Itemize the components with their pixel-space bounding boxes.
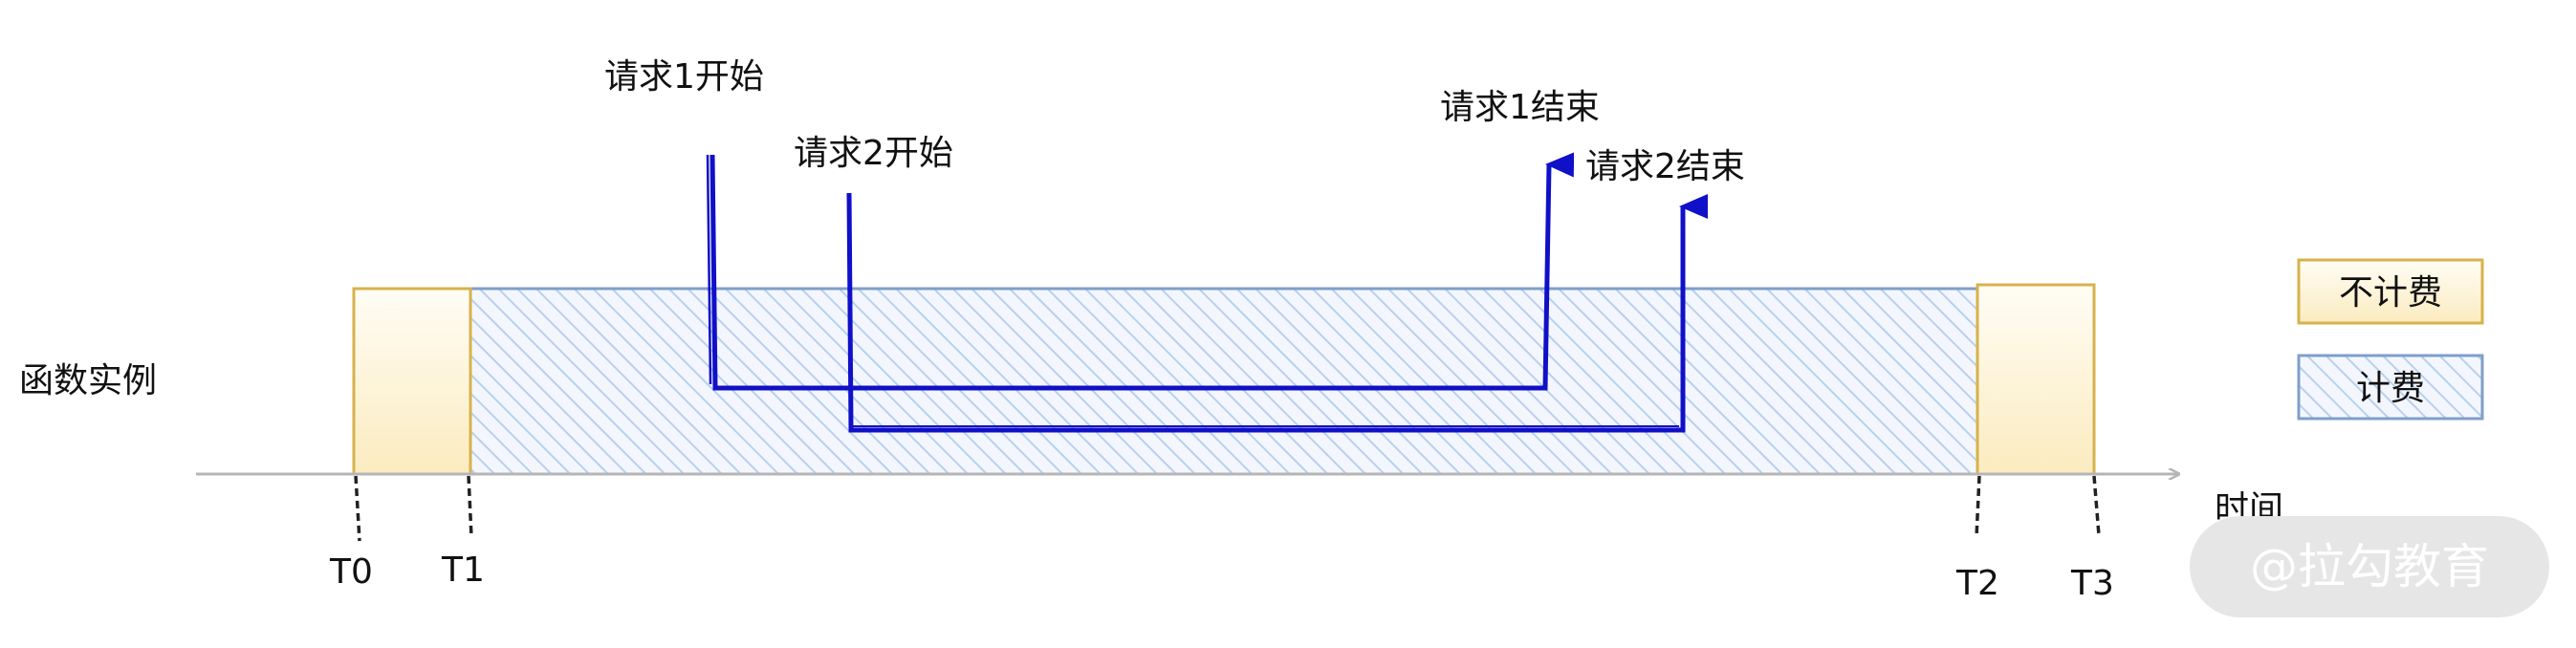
tick-label-t1: T1 bbox=[441, 551, 485, 590]
request-2-end-label: 请求2结束 bbox=[1585, 147, 1745, 186]
tick-label-t3: T3 bbox=[2070, 564, 2114, 603]
tick-marker-t0 bbox=[354, 475, 361, 542]
watermark-pill bbox=[2190, 516, 2549, 617]
legend-label-not-billed: 不计费 bbox=[2339, 273, 2442, 313]
request-2-start-label: 请求2开始 bbox=[794, 134, 953, 173]
request-1-line bbox=[709, 152, 1575, 391]
billed-band bbox=[352, 287, 2096, 476]
watermark: @拉勾教育 bbox=[2190, 516, 2549, 617]
legend: 不计费 计费 bbox=[2297, 258, 2484, 421]
watermark-text: @拉勾教育 bbox=[2250, 539, 2489, 594]
tick-label-t0: T0 bbox=[329, 552, 373, 592]
request-1-start-label: 请求1开始 bbox=[604, 57, 764, 97]
legend-label-billed: 计费 bbox=[2356, 369, 2425, 408]
tick-label-t2: T2 bbox=[1955, 564, 1999, 603]
tick-marker-t2 bbox=[1975, 475, 1981, 538]
request-1-start-stroke bbox=[706, 154, 712, 385]
tick-marker-t3 bbox=[2092, 475, 2101, 536]
instance-label: 函数实例 bbox=[19, 361, 157, 400]
request-2-line bbox=[846, 192, 1708, 433]
tick-marker-t1 bbox=[467, 475, 473, 538]
not-billed-box-start bbox=[352, 287, 472, 476]
legend-swatch-billed bbox=[2297, 354, 2484, 421]
not-billed-box-end bbox=[1976, 283, 2096, 476]
request-1-end-label: 请求1结束 bbox=[1440, 88, 1600, 127]
legend-swatch-not-billed bbox=[2297, 258, 2484, 325]
